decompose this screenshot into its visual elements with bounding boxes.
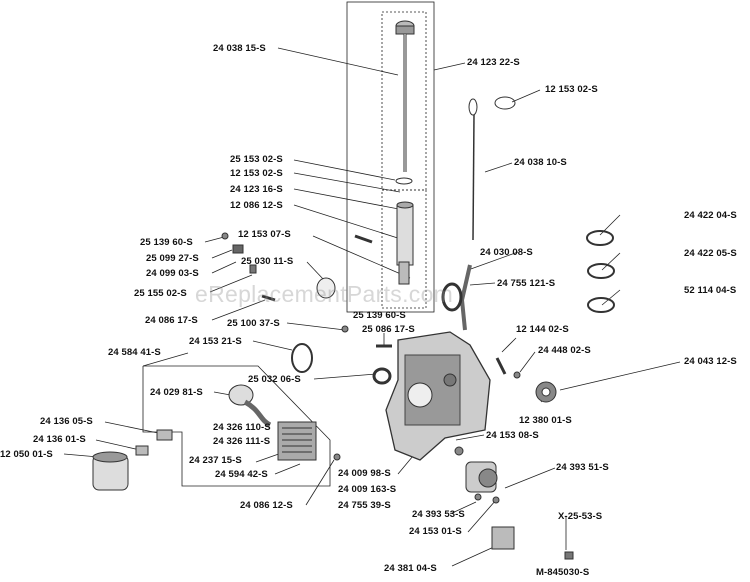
part-label: 25 139 60-S — [140, 237, 193, 248]
part-label: 12 153 02-S — [545, 84, 598, 95]
part-label: 12 153 02-S — [230, 168, 283, 179]
part-label: 25 032 06-S — [248, 374, 301, 385]
part-label: 24 009 163-S — [338, 484, 397, 495]
part-label: 12 153 07-S — [238, 229, 291, 240]
part-label: 24 030 08-S — [480, 247, 533, 258]
part-label: 24 755 121-S — [497, 278, 556, 289]
part-label: 24 393 51-S — [556, 462, 609, 473]
part-label: 24 594 42-S — [215, 469, 268, 480]
part-label: 25 086 17-S — [362, 324, 415, 335]
part-label: 24 326 110-S — [213, 422, 271, 433]
part-label: 25 099 27-S — [146, 253, 199, 264]
part-label: 24 153 08-S — [486, 430, 539, 441]
part-label: 24 326 111-S — [213, 436, 271, 447]
part-label: 25 153 02-S — [230, 154, 283, 165]
part-label: 24 086 17-S — [145, 315, 198, 326]
part-label: 24 123 22-S — [467, 57, 520, 68]
part-label: 24 043 12-S — [684, 356, 737, 367]
part-label: 52 114 04-S — [684, 285, 737, 296]
part-label: 24 584 41-S — [108, 347, 161, 358]
oil-cooler-box — [142, 365, 331, 487]
part-label: 12 050 01-S — [0, 449, 53, 460]
part-label: 25 100 37-S — [227, 318, 280, 329]
part-label: 25 030 11-S — [241, 256, 294, 267]
part-label: 24 448 02-S — [538, 345, 591, 356]
part-label: 25 155 02-S — [134, 288, 187, 299]
part-label: 24 038 10-S — [514, 157, 567, 168]
part-label: 24 029 81-S — [150, 387, 203, 398]
part-label: M-845030-S — [536, 567, 590, 578]
watermark: eReplacementParts.com — [195, 281, 454, 307]
part-label: 12 086 12-S — [230, 200, 283, 211]
part-label: 24 009 98-S — [338, 468, 391, 479]
part-label: 24 038 15-S — [213, 43, 266, 54]
part-label: 12 144 02-S — [516, 324, 569, 335]
part-label: 25 139 60-S — [353, 310, 406, 321]
parts — [92, 20, 615, 560]
part-label: 24 422 04-S — [684, 210, 737, 221]
part-label: 24 755 39-S — [338, 500, 391, 511]
part-label: 24 422 05-S — [684, 248, 737, 259]
part-label: X-25-53-S — [558, 511, 603, 522]
dipstick-tube-box — [346, 1, 435, 313]
part-label: 12 380 01-S — [519, 415, 572, 426]
part-label: 24 393 53-S — [412, 509, 465, 520]
part-label: 24 136 05-S — [40, 416, 93, 427]
tube-inner-box — [381, 189, 427, 309]
part-label: 24 381 04-S — [384, 563, 437, 574]
part-label: 24 153 21-S — [189, 336, 242, 347]
part-label: 24 099 03-S — [146, 268, 199, 279]
part-label: 24 237 15-S — [189, 455, 242, 466]
part-label: 24 153 01-S — [409, 526, 462, 537]
part-label: 24 123 16-S — [230, 184, 283, 195]
part-label: 24 136 01-S — [33, 434, 86, 445]
part-label: 24 086 12-S — [240, 500, 293, 511]
